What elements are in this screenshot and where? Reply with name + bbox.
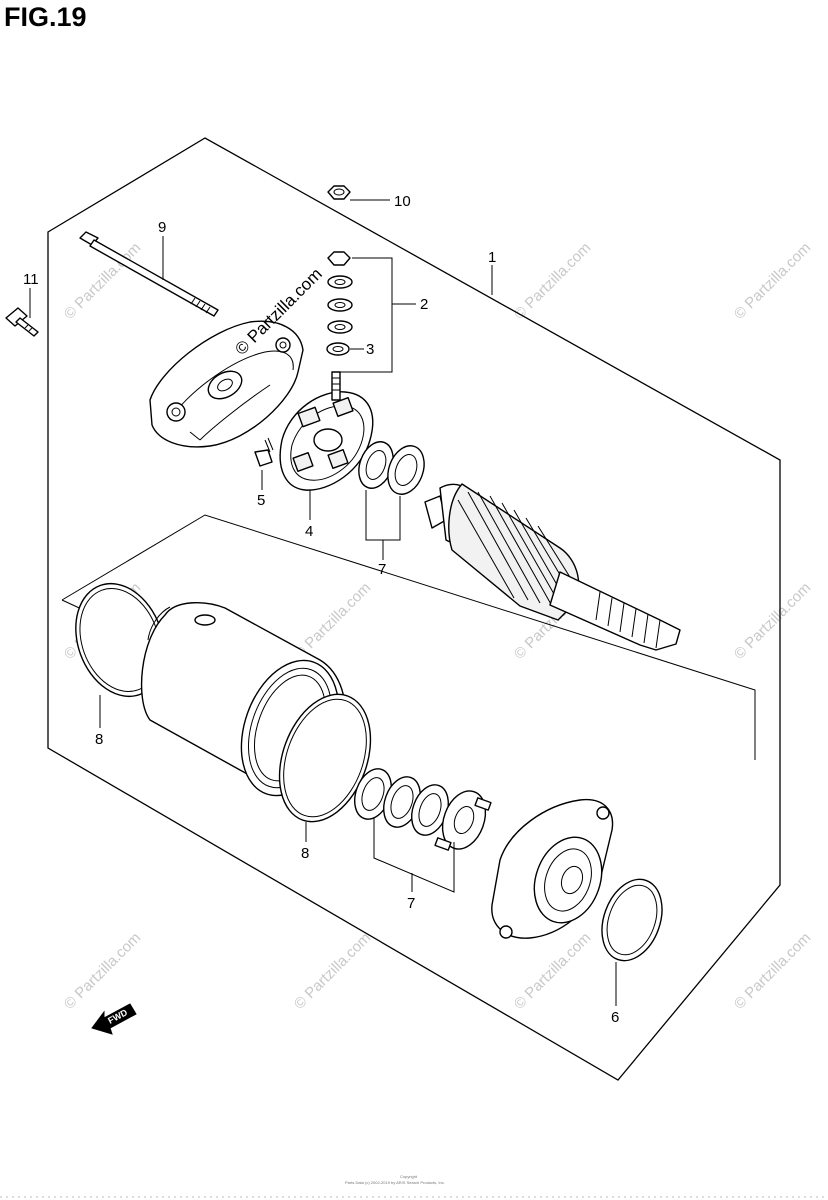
through-bolt-part-9 (79, 231, 219, 317)
callout-4: 4 (305, 523, 313, 540)
section-frame (61, 514, 756, 760)
callout-3: 3 (366, 341, 374, 358)
callout-1: 1 (488, 249, 496, 266)
washer-set-part-7-lower (354, 768, 492, 851)
callout-2: 2 (420, 296, 428, 313)
fwd-arrow-icon: FWD (91, 1003, 137, 1035)
o-ring-part-6 (601, 878, 663, 962)
assembly-frame (47, 137, 781, 1081)
front-housing (491, 798, 614, 939)
callout-6: 6 (611, 1009, 619, 1026)
callout-8-right: 8 (301, 845, 309, 862)
o-ring-part-8-right (278, 693, 372, 823)
washer-set-part-2 (326, 251, 353, 356)
callout-11: 11 (23, 271, 39, 288)
watermark: © Partzilla.com (291, 929, 374, 1012)
watermark: © Partzilla.com (731, 239, 814, 322)
watermark: © Partzilla.com (511, 239, 594, 322)
brush-holder-part-4 (279, 371, 374, 491)
callout-7-upper: 7 (378, 561, 386, 578)
nut-part-10 (327, 185, 351, 200)
callout-labels: 11 9 10 1 2 3 5 4 7 8 8 7 6 (23, 193, 619, 1026)
callout-10: 10 (394, 193, 411, 210)
callout-8-left: 8 (95, 731, 103, 748)
watermark: © Partzilla.com (61, 929, 144, 1012)
callout-5: 5 (257, 492, 265, 509)
watermark: © Partzilla.com (731, 929, 814, 1012)
copyright-line-1: Copyright (400, 1174, 418, 1179)
armature (424, 483, 681, 651)
rear-housing (149, 320, 304, 448)
washer-part-3 (326, 342, 350, 356)
bolt-part-11 (5, 307, 39, 337)
watermark: © Partzilla.com (511, 929, 594, 1012)
callout-9: 9 (158, 219, 166, 236)
washer-set-part-7-upper (358, 441, 425, 495)
watermark: © Partzilla.com (731, 579, 814, 662)
callout-7-lower: 7 (407, 895, 415, 912)
leader-lines (29, 199, 617, 1006)
copyright-line-2: Parts Data (c) 2002-2019 by AR/S Search … (345, 1180, 445, 1185)
terminal-clip-part-5 (254, 437, 274, 467)
figure-title: FIG.19 (4, 2, 87, 32)
